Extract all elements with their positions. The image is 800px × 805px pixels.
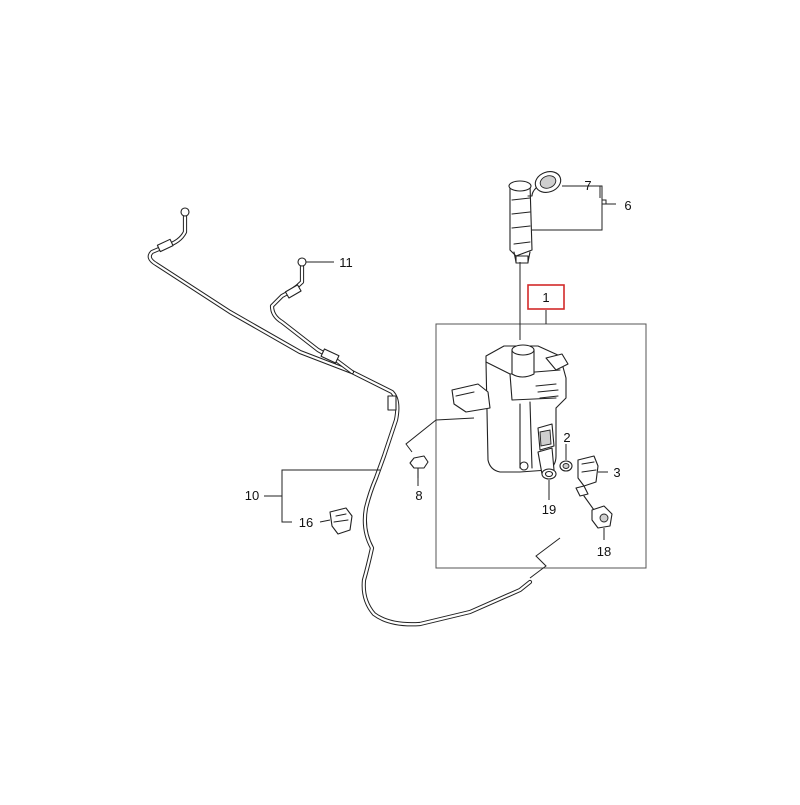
callout-10: 10 (245, 488, 259, 503)
washer-hose-assembly (147, 207, 533, 627)
leader-lines (264, 185, 616, 540)
hose-joint (387, 395, 397, 411)
projection-line-hose (529, 537, 561, 579)
level-sensor (583, 495, 613, 529)
hose-t-joint (320, 348, 340, 364)
callout-2: 2 (563, 430, 570, 445)
pump-grommet (559, 460, 573, 472)
callout-16: 16 (299, 515, 313, 530)
callout-7: 7 (584, 178, 591, 193)
callout-11: 11 (339, 255, 353, 270)
highlighted-callout-box (527, 284, 565, 310)
projection-line-bolt (405, 419, 437, 453)
hose-clip (329, 507, 353, 535)
detail-frame (435, 323, 647, 569)
hose-joint (156, 238, 174, 253)
callout-6: 6 (624, 198, 631, 213)
sensor-seal (541, 468, 557, 480)
mounting-bolt (409, 455, 429, 479)
hose-end-cap (180, 207, 190, 217)
projection-line (435, 417, 475, 421)
hose-joint (284, 284, 302, 299)
washer-reservoir-tank (451, 344, 569, 475)
callout-19: 19 (542, 502, 556, 517)
callout-1: 1 (542, 290, 549, 305)
washer-pump (575, 455, 599, 497)
callout-8: 8 (415, 488, 422, 503)
callout-18: 18 (597, 544, 611, 559)
nozzle-end (297, 257, 307, 267)
filler-neck (508, 180, 533, 264)
filler-cap (527, 171, 562, 197)
callout-3: 3 (613, 465, 620, 480)
